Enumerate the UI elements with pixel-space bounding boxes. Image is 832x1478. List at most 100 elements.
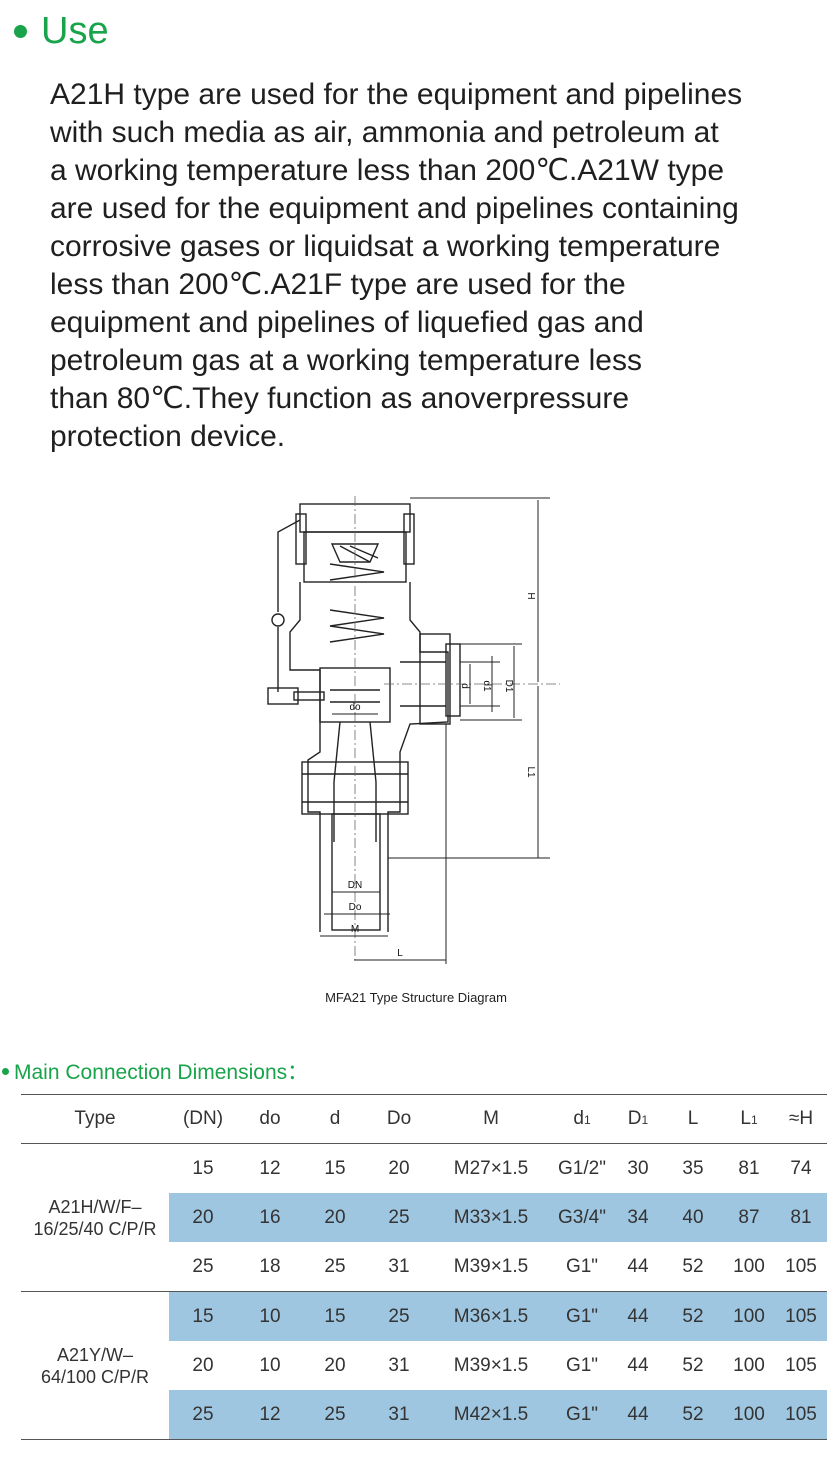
type-line: A21Y/W– — [56, 1344, 134, 1365]
col-header: Type — [74, 1108, 116, 1129]
table-cell: 10 — [237, 1291, 303, 1341]
table-cell: 15 — [303, 1291, 367, 1341]
table-cell: 35 — [682, 1157, 704, 1179]
table-cell: 44 — [613, 1291, 663, 1341]
table-cell: 81 — [775, 1193, 827, 1242]
col-header-subscript: 1 — [641, 1113, 649, 1127]
table-cell: M33×1.5 — [431, 1193, 551, 1242]
diagram-caption: MFA21 Type Structure Diagram — [325, 990, 507, 1005]
col-header: (DN) — [182, 1108, 224, 1129]
bullet-dot-icon — [14, 24, 27, 38]
table-cell: 20 — [303, 1193, 367, 1242]
table-cell: 44 — [627, 1255, 649, 1277]
bullet-dot-icon — [2, 1067, 9, 1075]
table-cell: 30 — [627, 1157, 649, 1179]
table-cell: 44 — [613, 1390, 663, 1440]
table-header-row: Type (DN) do d Do M d1 D1 L L1 ≈H — [21, 1094, 827, 1144]
table-cell: 15 — [169, 1291, 237, 1341]
col-header-text: D — [627, 1108, 642, 1129]
type-group: A21H/W/F– 16/25/40 C/P/R 15 12 15 20 M27… — [21, 1144, 827, 1292]
dim-label-l: L — [397, 948, 403, 959]
use-line: are used for the equipment and pipelines… — [50, 192, 739, 225]
table-cell: 52 — [682, 1255, 704, 1277]
type-group: A21Y/W– 64/100 C/P/R 15 10 15 25 M36×1.5… — [21, 1291, 827, 1440]
table-cell: 25 — [169, 1390, 237, 1440]
col-header: L1 — [723, 1095, 775, 1144]
col-header: M — [483, 1108, 499, 1129]
dim-label-big-d1: D1 — [503, 680, 514, 693]
table-cell: 74 — [790, 1157, 812, 1179]
use-line: petroleum gas at a working temperature l… — [50, 344, 642, 377]
table-row: 20 16 20 25 M33×1.5 G3/4" 34 40 87 81 — [21, 1193, 827, 1242]
table-cell: 25 — [192, 1255, 214, 1277]
table-cell: 15 — [192, 1157, 214, 1179]
use-heading: Use — [14, 8, 109, 54]
use-description: A21H type are used for the equipment and… — [50, 76, 830, 456]
table-row: A21Y/W– 64/100 C/P/R 15 10 15 25 M36×1.5… — [21, 1291, 827, 1387]
table-cell: 31 — [388, 1255, 410, 1277]
table-cell: 105 — [775, 1390, 827, 1440]
table-cell: M39×1.5 — [453, 1354, 529, 1376]
table-cell: 81 — [738, 1157, 760, 1179]
table-cell: 105 — [785, 1255, 817, 1277]
table-cell: 16 — [237, 1193, 303, 1242]
dimensions-title: Main Connection Dimensions： — [14, 1061, 309, 1084]
table-cell: G1" — [565, 1255, 599, 1277]
col-header: d — [329, 1108, 341, 1129]
table-cell: 15 — [324, 1157, 346, 1179]
dim-label-l1: L1 — [525, 766, 536, 778]
table-cell: 100 — [723, 1291, 775, 1341]
col-header-subscript: 1 — [750, 1113, 758, 1127]
table-cell: 105 — [785, 1354, 817, 1376]
table-cell: 20 — [388, 1157, 410, 1179]
use-line: A21H type are used for the equipment and… — [50, 78, 743, 111]
table-cell: 25 — [303, 1390, 367, 1440]
col-header-text: L — [740, 1108, 751, 1129]
table-cell: 18 — [259, 1255, 281, 1277]
table-cell: 52 — [663, 1390, 723, 1440]
table-cell: 100 — [723, 1390, 775, 1440]
type-line: 64/100 C/P/R — [40, 1366, 150, 1387]
dimensions-heading: Main Connection Dimensions： — [2, 1056, 308, 1086]
table-cell: 31 — [388, 1354, 410, 1376]
type-cell: A21Y/W– 64/100 C/P/R — [21, 1292, 169, 1440]
table-cell: G1/2" — [558, 1157, 606, 1179]
type-line: 16/25/40 C/P/R — [33, 1218, 157, 1239]
dimensions-table: Type (DN) do d Do M d1 D1 L L1 ≈H A21H/W… — [21, 1094, 827, 1440]
type-line: A21H/W/F– — [48, 1196, 142, 1217]
dim-label-big-do: Do — [349, 902, 362, 913]
table-cell: 105 — [775, 1291, 827, 1341]
table-row: 25 12 25 31 M42×1.5 G1" 44 52 100 105 — [21, 1390, 827, 1440]
col-header: D1 — [613, 1095, 663, 1144]
table-cell: 25 — [324, 1255, 346, 1277]
use-line: with such media as air, ammonia and petr… — [50, 116, 719, 149]
table-cell: G1" — [551, 1291, 613, 1341]
table-cell: 52 — [682, 1354, 704, 1376]
table-row: 25 18 25 31 M39×1.5 G1" 44 52 100 105 — [21, 1242, 827, 1292]
table-row: 20 10 20 31 M39×1.5 G1" 44 52 100 105 — [21, 1341, 827, 1390]
table-cell: 52 — [663, 1291, 723, 1341]
table-cell: 12 — [237, 1390, 303, 1440]
table-cell: G3/4" — [551, 1193, 613, 1242]
table-cell: M42×1.5 — [431, 1390, 551, 1440]
table-cell: M39×1.5 — [453, 1255, 529, 1277]
table-cell: 100 — [733, 1255, 765, 1277]
table-cell: 25 — [367, 1291, 431, 1341]
use-line: less than 200℃.A21F type are used for th… — [50, 268, 626, 301]
table-cell: 25 — [367, 1193, 431, 1242]
dim-label-do: do — [349, 702, 361, 713]
dim-label-dn: DN — [348, 880, 362, 891]
table-row: A21H/W/F– 16/25/40 C/P/R 15 12 15 20 M27… — [21, 1144, 827, 1239]
table-cell: 44 — [627, 1354, 649, 1376]
use-line: protection device. — [50, 420, 286, 453]
valve-structure-diagram: H L1 d d1 D1 do DN Do M L — [267, 496, 560, 964]
col-header: Do — [386, 1108, 412, 1129]
table-cell: 31 — [367, 1390, 431, 1440]
table-cell: M36×1.5 — [431, 1291, 551, 1341]
table-cell: 20 — [169, 1193, 237, 1242]
table-cell: 100 — [733, 1354, 765, 1376]
col-header: ≈H — [788, 1108, 814, 1129]
table-cell: G1" — [551, 1390, 613, 1440]
table-cell: 20 — [192, 1354, 214, 1376]
table-cell: 12 — [259, 1157, 281, 1179]
